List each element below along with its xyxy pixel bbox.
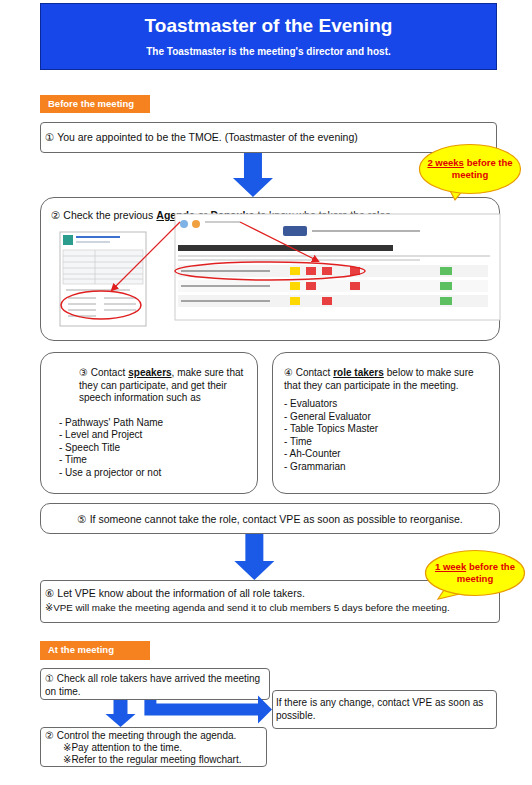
arrow-shaft [150, 700, 259, 710]
text-line: ⑤ If someone cannot take the role, conta… [45, 513, 495, 526]
text-line: - Use a projector or not [59, 467, 247, 480]
text-line: If there is any change, contact VPE as s… [276, 697, 493, 722]
arrow-shaft [114, 700, 128, 715]
label-text: Toastmaster of the Evening [145, 15, 393, 36]
text-line: 2 weeksbefore the meeting [426, 157, 514, 181]
arrow-head [106, 714, 136, 727]
step-box: ⑥ Let VPE know about the information of … [40, 580, 500, 623]
text-line: ③ Contactspeakers, make sure that they c… [79, 367, 247, 405]
label-text: - Use a projector or not [59, 467, 161, 478]
label-text: ※Pay attention to the time. [63, 742, 182, 753]
section-tag: At the meeting [40, 641, 150, 660]
label-text: - Evaluators [284, 398, 337, 409]
text-line: At the meeting [48, 644, 150, 656]
label-text: - Speech Title [59, 442, 120, 453]
text-line: Before the meeting [48, 98, 150, 110]
text-line: ※Pay attention to the time. [63, 742, 262, 754]
text-line: ② Control the meeting through the agenda… [45, 730, 262, 742]
arrow-shaft [245, 534, 263, 562]
title-banner: Toastmaster of the EveningThe Toastmaste… [40, 3, 497, 70]
text-line: ⑥ Let VPE know about the information of … [45, 587, 495, 600]
text-line: ※VPE will make the meeting agenda and se… [45, 602, 495, 614]
label-text: ① You are appointed to be the TMOE. (Toa… [45, 131, 358, 143]
label-text: speakers [128, 367, 171, 378]
task-box: ③ Contactspeakers, make sure that they c… [40, 352, 258, 494]
label-text: - Pathways' Path Name [59, 417, 163, 428]
label-text: Agenda [156, 209, 195, 221]
label-text: - Ah-Counter [284, 448, 341, 459]
text-line: - General Evaluator [284, 411, 479, 424]
step-box: ① You are appointed to be the TMOE. (Toa… [40, 122, 497, 153]
step-box: ① Check all role takers have arrived the… [40, 668, 270, 700]
label-text: ⑥ Let VPE know about the information of … [45, 587, 305, 599]
text-line: - Grammarian [284, 461, 479, 474]
label-text: ② Control the meeting through the agenda… [45, 730, 236, 741]
flow-arrow [106, 700, 136, 727]
arrow-head [233, 178, 273, 197]
callout-bubble: 1 weekbefore the meeting [424, 549, 526, 597]
label-text: ※Refer to the regular meeting flowchart. [63, 754, 241, 765]
label-text: - Level and Project [59, 429, 142, 440]
bubble-ellipse [420, 145, 521, 194]
label-text: 1 week [435, 561, 466, 572]
text-line: - Time [59, 454, 247, 467]
label-text: - Time [59, 454, 87, 465]
label-text: At the meeting [48, 644, 114, 655]
label-text: The Toastmaster is the meeting's directo… [146, 46, 390, 57]
text-line: ① Check all role takers have arrived the… [45, 673, 265, 698]
label-text: ② Check the previous [51, 209, 153, 221]
label-text: to know who takers the roles. [257, 209, 393, 221]
text-line: The Toastmaster is the meeting's directo… [41, 46, 496, 58]
label-text: - Time [284, 436, 312, 447]
text-line: ② Check the previousAgendaor Densuketo kn… [51, 209, 489, 222]
label-text: ④ Contact [284, 367, 330, 378]
text-line: ④ Contactrole takersbelow to make sure t… [284, 367, 479, 392]
note-box: If there is any change, contact VPE as s… [272, 690, 497, 729]
step-box: ② Check the previousAgendaor Densuketo kn… [40, 197, 500, 341]
text-line: - Evaluators [284, 398, 479, 411]
flow-arrow [233, 153, 273, 197]
step-box: ② Control the meeting through the agenda… [40, 727, 267, 767]
flow-arrow [234, 534, 274, 580]
bubble-ellipse [426, 551, 525, 596]
label-text: - Grammarian [284, 461, 346, 472]
label-text: - Table Topics Master [284, 423, 378, 434]
text-line: 1 weekbefore the meeting [434, 561, 516, 585]
text-line: - Pathways' Path Name [59, 417, 247, 430]
text-line: Toastmaster of the Evening [41, 4, 496, 37]
label-text: ⑤ If someone cannot take the role, conta… [77, 513, 462, 525]
task-box: ④ Contactrole takersbelow to make sure t… [272, 352, 500, 494]
label-text: Before the meeting [48, 98, 134, 109]
arrow-shaft [244, 153, 262, 179]
text-line: - Level and Project [59, 429, 247, 442]
label-text: role takers [333, 367, 384, 378]
label-text: - General Evaluator [284, 411, 371, 422]
label-text: 2 weeks [427, 157, 463, 168]
text-line: - Time [284, 436, 479, 449]
label-text: ※VPE will make the meeting agenda and se… [45, 602, 450, 613]
text-line: ※Refer to the regular meeting flowchart. [63, 754, 262, 766]
label-text: or [198, 209, 207, 221]
arrow-head [234, 561, 274, 580]
label-text: ① Check all role takers have arrived the… [45, 673, 260, 697]
text-line: - Table Topics Master [284, 423, 479, 436]
step-box: ⑤ If someone cannot take the role, conta… [40, 503, 500, 534]
callout-bubble: 2 weeksbefore the meeting [418, 143, 522, 195]
text-line: - Ah-Counter [284, 448, 479, 461]
label-text: Densuke [211, 209, 255, 221]
label-text: If there is any change, contact VPE as s… [276, 697, 483, 721]
label-text: ③ Contact [79, 367, 125, 378]
text-line: - Speech Title [59, 442, 247, 455]
section-tag: Before the meeting [40, 95, 150, 113]
text-line: ① You are appointed to be the TMOE. (Toa… [45, 131, 492, 144]
